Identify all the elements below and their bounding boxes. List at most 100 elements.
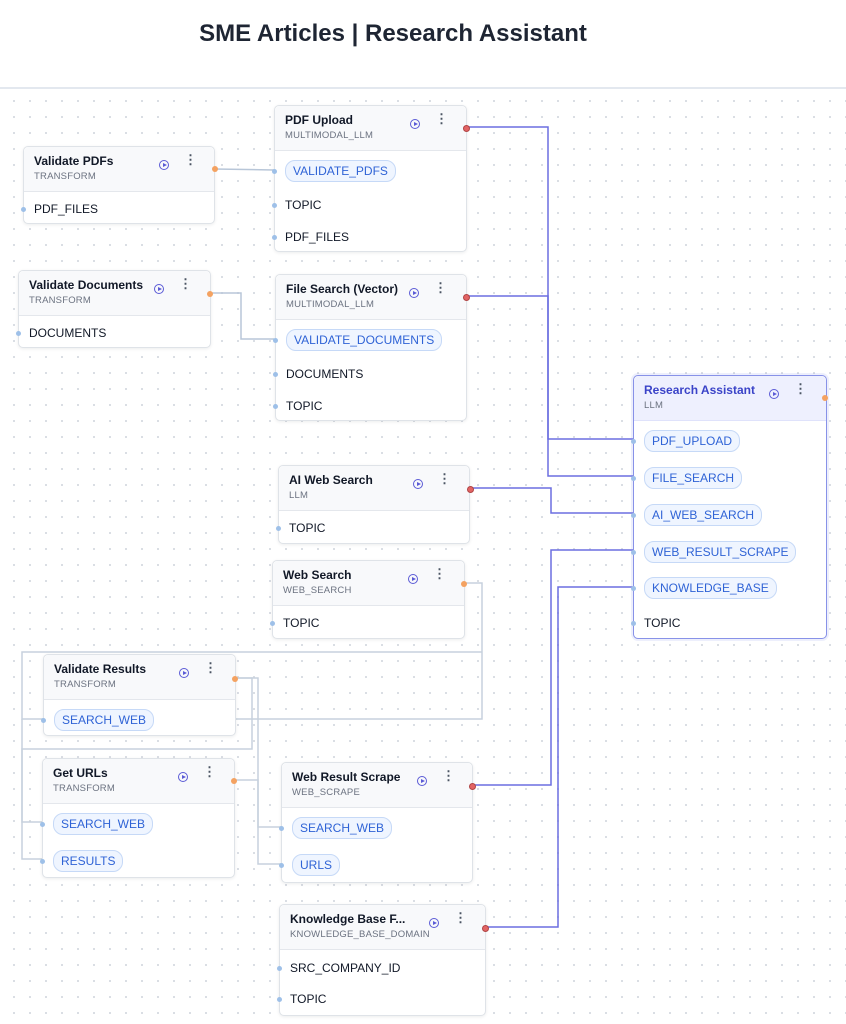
node-web-result-scrape[interactable]: Web Result Scrape WEB_SCRAPE ⋮ SEARCH_WE… [279, 762, 476, 883]
more-vertical-icon[interactable]: ⋮ [204, 660, 217, 675]
play-circle-icon[interactable] [769, 389, 779, 399]
input-port[interactable] [273, 338, 278, 343]
play-circle-icon[interactable] [178, 772, 188, 782]
node-title: File Search (Vector) [286, 282, 399, 296]
node-type: LLM [289, 490, 309, 501]
edge-ai-web-search-to-assistant [469, 487, 633, 514]
input-pill: KNOWLEDGE_BASE [644, 577, 777, 599]
output-port[interactable] [461, 581, 467, 587]
node-type: LLM [644, 400, 664, 411]
node-header: Validate Results TRANSFORM ⋮ [44, 655, 235, 700]
input-port[interactable] [631, 439, 636, 444]
node-header: AI Web Search LLM ⋮ [279, 466, 469, 511]
more-vertical-icon[interactable]: ⋮ [203, 764, 216, 779]
input-port[interactable] [270, 621, 275, 626]
node-header: Validate Documents TRANSFORM ⋮ [19, 271, 210, 316]
node-research-assistant[interactable]: Research Assistant LLM ⋮ PDF_UPLOAD FILE… [631, 375, 828, 639]
node-header: Web Result Scrape WEB_SCRAPE ⋮ [282, 763, 472, 808]
input-port[interactable] [631, 586, 636, 591]
input-label: TOPIC [283, 616, 320, 630]
input-label: TOPIC [644, 616, 681, 630]
more-vertical-icon[interactable]: ⋮ [438, 471, 451, 486]
node-knowledge-base[interactable]: Knowledge Base F... KNOWLEDGE_BASE_DOMAI… [277, 904, 489, 1016]
input-pill: RESULTS [53, 850, 124, 872]
node-validate-pdfs[interactable]: Validate PDFs TRANSFORM ⋮ PDF_FILES [21, 146, 218, 224]
input-port[interactable] [631, 621, 636, 626]
input-port[interactable] [277, 997, 282, 1002]
output-port[interactable] [467, 486, 474, 493]
play-circle-icon[interactable] [413, 479, 423, 489]
output-port[interactable] [463, 294, 470, 301]
node-type: TRANSFORM [53, 783, 115, 794]
input-pill: SEARCH_WEB [292, 817, 393, 839]
input-port[interactable] [277, 966, 282, 971]
node-type: TRANSFORM [29, 295, 91, 306]
output-port[interactable] [212, 166, 218, 172]
input-label: DOCUMENTS [29, 326, 107, 340]
input-port[interactable] [40, 822, 45, 827]
more-vertical-icon[interactable]: ⋮ [454, 910, 467, 925]
input-port[interactable] [16, 331, 21, 336]
more-vertical-icon[interactable]: ⋮ [184, 152, 197, 167]
output-port[interactable] [232, 676, 238, 682]
edge-knowledge-base-to-assistant [485, 586, 633, 928]
node-header: Research Assistant LLM ⋮ [634, 376, 826, 421]
input-port[interactable] [279, 826, 284, 831]
input-port[interactable] [631, 513, 636, 518]
input-port[interactable] [631, 476, 636, 481]
workflow-canvas[interactable]: Validate PDFs TRANSFORM ⋮ PDF_FILES PDF … [0, 89, 846, 1024]
input-port[interactable] [276, 526, 281, 531]
input-port[interactable] [273, 404, 278, 409]
node-type: KNOWLEDGE_BASE_DOMAIN [290, 929, 430, 940]
output-port[interactable] [463, 125, 470, 132]
more-vertical-icon[interactable]: ⋮ [434, 280, 447, 295]
node-get-urls[interactable]: Get URLs TRANSFORM ⋮ SEARCH_WEB RESULTS [40, 758, 237, 878]
node-type: MULTIMODAL_LLM [286, 299, 375, 310]
input-port[interactable] [40, 859, 45, 864]
play-circle-icon[interactable] [179, 668, 189, 678]
node-title: Validate Results [54, 662, 147, 676]
play-circle-icon[interactable] [410, 119, 420, 129]
input-port[interactable] [273, 372, 278, 377]
more-vertical-icon[interactable]: ⋮ [433, 566, 446, 581]
node-web-search[interactable]: Web Search WEB_SEARCH ⋮ TOPIC [270, 560, 467, 639]
play-circle-icon[interactable] [429, 918, 439, 928]
node-validate-results[interactable]: Validate Results TRANSFORM ⋮ SEARCH_WEB [41, 654, 238, 736]
output-port[interactable] [231, 778, 237, 784]
play-circle-icon[interactable] [417, 776, 427, 786]
input-port[interactable] [272, 203, 277, 208]
node-type: MULTIMODAL_LLM [285, 130, 374, 141]
node-ai-web-search[interactable]: AI Web Search LLM ⋮ TOPIC [276, 465, 474, 544]
node-pdf-upload[interactable]: PDF Upload MULTIMODAL_LLM ⋮ VALIDATE_PDF… [272, 105, 470, 252]
edge-validate-results-to-scrape [235, 677, 281, 828]
input-port[interactable] [272, 169, 277, 174]
play-circle-icon[interactable] [159, 160, 169, 170]
edge-validate-pdfs-to-pdf-upload [213, 168, 275, 171]
input-pill: AI_WEB_SEARCH [644, 504, 763, 526]
play-circle-icon[interactable] [408, 574, 418, 584]
node-title: Get URLs [53, 766, 108, 780]
node-header: Validate PDFs TRANSFORM ⋮ [24, 147, 214, 192]
more-vertical-icon[interactable]: ⋮ [435, 111, 448, 126]
input-label: PDF_FILES [34, 202, 99, 216]
node-validate-documents[interactable]: Validate Documents TRANSFORM ⋮ DOCUMENTS [16, 270, 213, 348]
play-circle-icon[interactable] [154, 284, 164, 294]
output-port[interactable] [469, 783, 476, 790]
output-port[interactable] [207, 291, 213, 297]
node-file-search[interactable]: File Search (Vector) MULTIMODAL_LLM ⋮ VA… [273, 274, 470, 421]
more-vertical-icon[interactable]: ⋮ [794, 381, 807, 396]
play-circle-icon[interactable] [409, 288, 419, 298]
input-port[interactable] [631, 550, 636, 555]
node-title: Knowledge Base F... [290, 912, 406, 926]
more-vertical-icon[interactable]: ⋮ [442, 768, 455, 783]
output-port[interactable] [482, 925, 489, 932]
input-pill: VALIDATE_PDFS [285, 160, 396, 182]
input-port[interactable] [272, 235, 277, 240]
output-port[interactable] [822, 395, 828, 401]
input-port[interactable] [21, 207, 26, 212]
more-vertical-icon[interactable]: ⋮ [179, 276, 192, 291]
input-label: PDF_FILES [285, 230, 350, 244]
input-port[interactable] [41, 718, 46, 723]
header-bar: SME Articles | Research Assistant [0, 0, 846, 89]
input-port[interactable] [279, 863, 284, 868]
